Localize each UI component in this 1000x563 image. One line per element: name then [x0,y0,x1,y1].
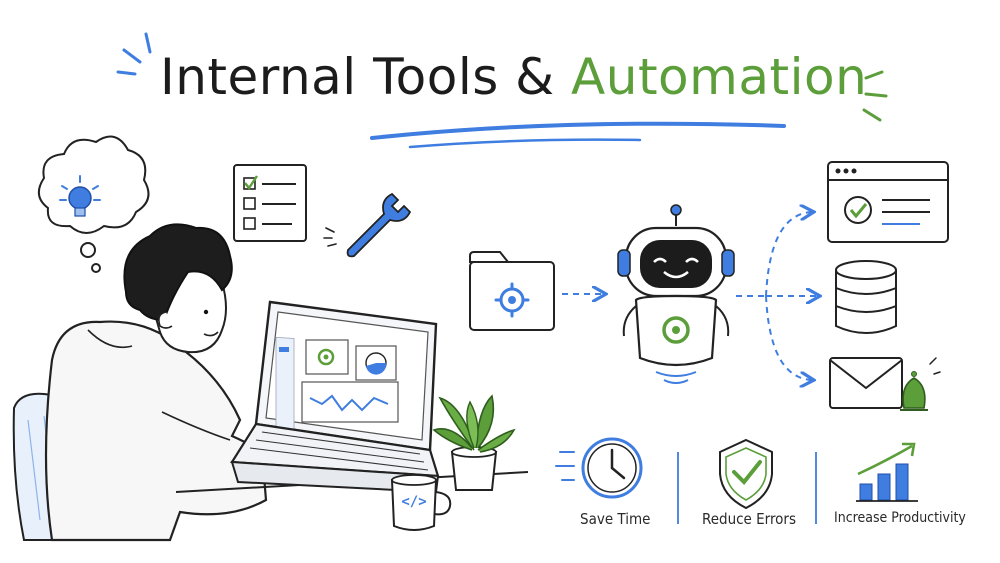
title-sparkle-right [862,70,888,122]
title-prefix: Internal Tools & [160,48,572,106]
mug-code-label: </> [401,494,427,510]
bar-growth-icon [856,442,918,502]
title-underline-tail [408,138,642,149]
dashboard-window-icon [827,161,949,243]
coffee-mug [390,474,452,531]
lightbulb-icon [59,175,101,217]
output-arrows [736,212,818,380]
benefit-label-reduce-errors: Reduce Errors [702,510,796,528]
title-underline [370,121,786,140]
clock-icon [555,437,643,499]
shield-check-icon [719,438,773,510]
wrench-icon [323,192,412,258]
title-sparkle-left [116,32,152,76]
benefit-label-increase-productivity: Increase Productivity [834,510,966,526]
email-bell-icon [829,357,941,411]
checklist-card [233,164,307,242]
folder-gear-icon [469,251,555,331]
laptop [230,300,440,494]
plant [432,394,516,491]
thought-cloud [37,135,150,273]
robot [617,204,735,384]
benefit-label-save-time: Save Time [580,510,651,528]
page-title: Internal Tools & Automation [160,48,867,106]
database-icon [835,260,897,334]
title-accent: Automation [571,48,868,106]
